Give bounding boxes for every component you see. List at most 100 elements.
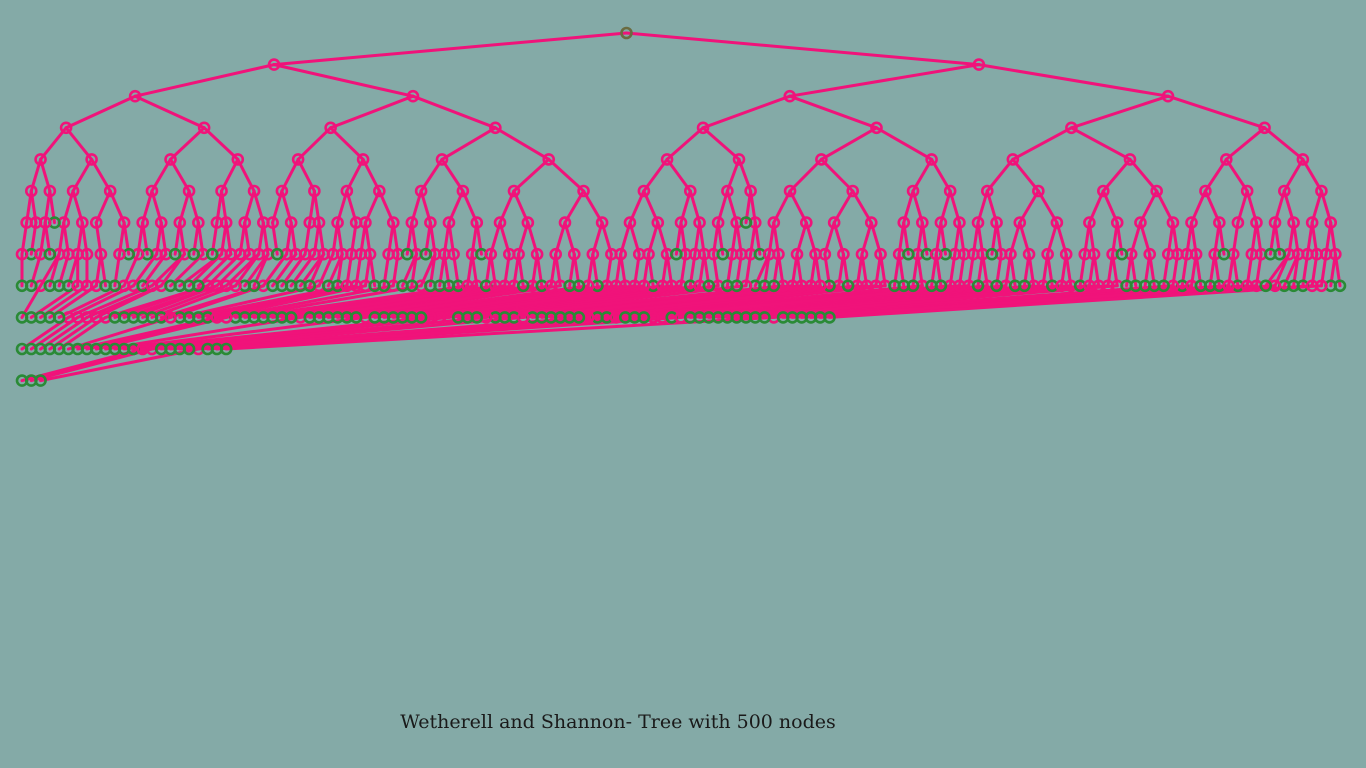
internal-node [128,89,142,103]
internal-node [89,311,103,324]
internal-node [94,247,108,261]
tree-edge [1263,126,1305,161]
tree-edge [280,252,307,288]
internal-node [331,216,344,229]
internal-node [461,279,474,293]
tree-edge [64,94,137,130]
tree-edge [289,252,316,288]
internal-node [356,153,370,166]
internal-node [1324,216,1338,229]
tree-edge [39,126,68,161]
internal-node [173,216,187,229]
internal-node [424,216,437,229]
internal-node [1219,153,1233,166]
leaf-node [739,216,753,229]
internal-node [934,216,948,229]
leaf-node [62,342,75,356]
internal-node [85,153,98,166]
internal-node [711,216,725,229]
internal-node [71,311,84,324]
leaf-node [396,279,409,293]
internal-node [38,216,52,229]
internal-node [953,216,966,229]
leaf-node [400,247,414,261]
internal-node [359,216,372,229]
leaf-node [303,279,317,293]
internal-node [1258,121,1271,135]
tree-edge [133,63,276,98]
internal-node [1161,247,1175,261]
leaf-node [270,247,284,261]
leaf-node [187,247,201,261]
internal-node [1166,216,1180,229]
internal-node [804,279,818,293]
internal-node [790,247,804,261]
leaf-node [730,279,743,293]
internal-node [192,216,205,229]
leaf-node [990,279,1003,293]
tree-edge [64,126,94,161]
tree-edge [150,252,186,288]
leaf-node [331,311,344,324]
tree-edge [169,126,206,161]
internal-node [1150,184,1163,198]
leaf-node [572,311,586,324]
internal-node [864,216,878,229]
internal-node [1110,216,1124,229]
leaf-node [89,342,103,356]
internal-node [414,184,428,198]
internal-node [637,184,651,198]
tree-edge [1224,126,1267,161]
internal-node [308,184,321,198]
internal-node [210,279,224,293]
internal-node [215,184,228,198]
tree-edge [113,315,367,351]
internal-node [721,184,734,198]
internal-node [837,247,850,261]
internal-node [438,247,451,261]
leaf-node [1287,279,1300,293]
internal-node [386,216,400,229]
tree-edge [985,157,1015,193]
tree-edge [1224,157,1249,193]
internal-node [406,89,420,103]
tree-edge [788,157,823,193]
leaf-node [419,247,433,261]
internal-node [507,184,521,198]
internal-node [340,279,354,293]
internal-node [567,247,581,261]
leaf-node [201,342,214,356]
internal-node [1250,216,1263,229]
internal-node [1083,279,1096,293]
internal-node [783,184,797,198]
leaf-node [1138,279,1152,293]
internal-node [1199,184,1212,198]
internal-node [1287,216,1300,229]
internal-node [1134,216,1147,229]
diagram-caption: Wetherell and Shannon- Tree with 500 nod… [400,711,836,733]
internal-node [577,184,590,198]
internal-node [1161,89,1175,103]
tree-edge [104,315,302,351]
tree-edge [1069,94,1170,130]
leaf-node [43,247,57,261]
tree-edge [261,252,289,288]
leaf-node [470,311,484,324]
leaf-node [1120,279,1133,293]
tree-edge [1166,94,1267,130]
tree-edge [206,252,242,288]
internal-node [1305,216,1319,229]
internal-node [929,247,943,261]
internal-node [800,216,813,229]
internal-node [1078,247,1092,261]
internal-node [660,153,674,166]
internal-node [693,216,706,229]
tree-edge [296,126,333,161]
internal-node [619,279,632,293]
tree-edge [141,284,228,319]
internal-node [623,216,637,229]
tree-edge [1101,157,1132,193]
tree-edge [624,31,981,67]
tree-edge [547,157,586,193]
leaf-node [702,279,716,293]
